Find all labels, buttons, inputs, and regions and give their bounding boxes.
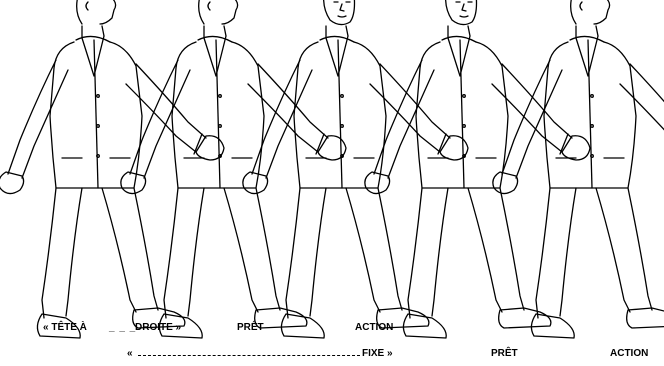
command-action-label: ACTION xyxy=(610,348,648,360)
command-tete-a-label: « TÊTE À xyxy=(43,322,87,334)
command-fixe-open-quote: « xyxy=(127,348,133,360)
marcher-3-head-right xyxy=(243,0,468,338)
command-blank-dashes: _ _ _ xyxy=(109,322,136,334)
command-fixe-dashed-line xyxy=(138,355,360,356)
command-ready-label: PRÊT xyxy=(237,322,264,334)
marcher-2-head-forward xyxy=(121,0,346,338)
command-action-label: ACTION xyxy=(355,322,393,334)
command-ready-label: PRÊT xyxy=(491,348,518,360)
command-fixe-label: FIXE » xyxy=(362,348,393,360)
command-droite-label: DROITE » xyxy=(135,322,181,334)
marcher-4-head-right xyxy=(365,0,590,338)
marcher-1-head-forward xyxy=(0,0,224,338)
